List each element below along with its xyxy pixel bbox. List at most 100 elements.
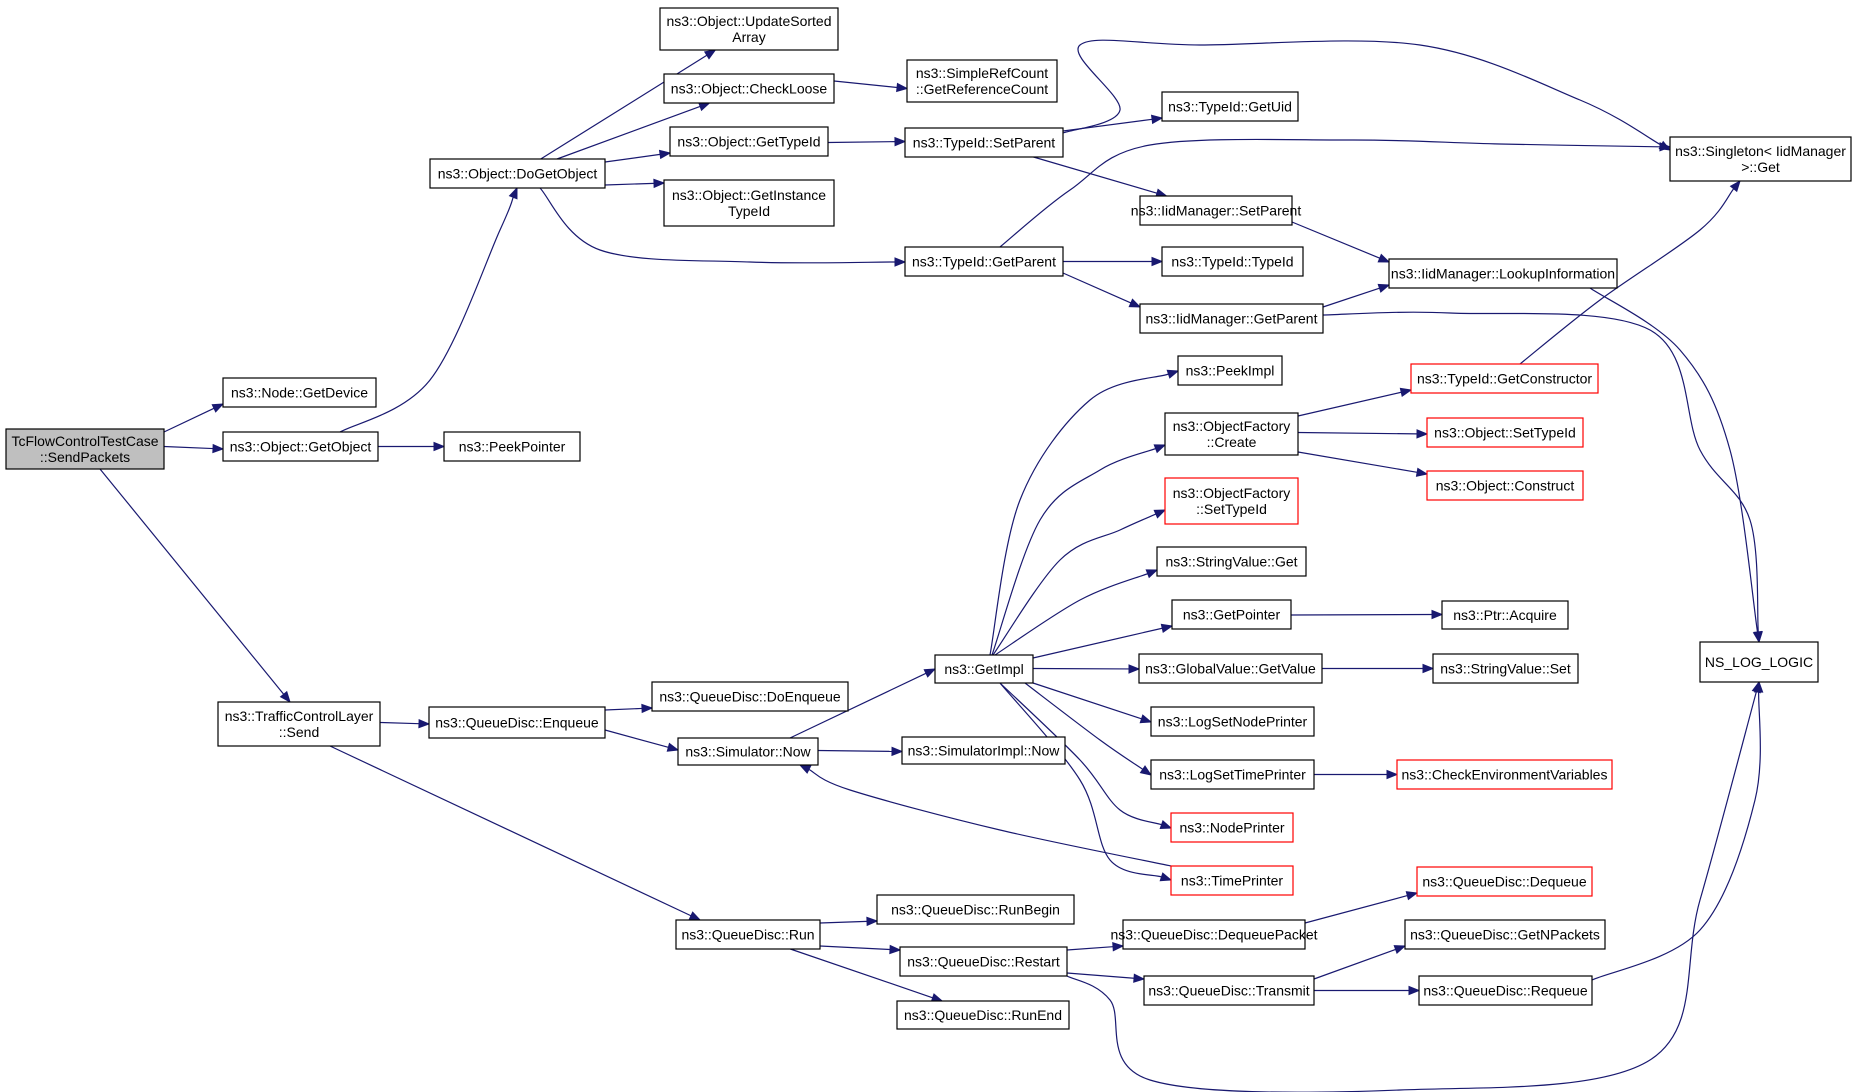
edge-line: [1062, 39, 1662, 146]
call-edge: [1291, 221, 1391, 263]
node-qd-runend[interactable]: ns3::QueueDisc::RunEnd: [896, 1000, 1070, 1030]
call-edge: [819, 916, 879, 927]
edge-line: [1322, 311, 1759, 633]
node-box: [901, 736, 1066, 765]
node-box: [675, 919, 821, 950]
node-qd-dequeuepacket[interactable]: ns3::QueueDisc::DequeuePacket: [1110, 919, 1318, 950]
edge-line: [817, 749, 893, 752]
node-obj-gettypeid[interactable]: ns3::Object::GetTypeId: [669, 126, 829, 157]
node-iid-lookup[interactable]: ns3::IidManager::LookupInformation: [1388, 258, 1618, 289]
edge-line: [789, 672, 927, 739]
node-iid-getparent[interactable]: ns3::IidManager::GetParent: [1139, 303, 1324, 334]
node-label: ns3::Object::DoGetObject: [438, 166, 598, 182]
node-ns-log-logic[interactable]: NS_LOG_LOGIC: [1699, 641, 1819, 683]
node-typeid-setparent[interactable]: ns3::TypeId::SetParent: [904, 127, 1064, 158]
edge-line: [1062, 118, 1153, 132]
node-timeprinter[interactable]: ns3::TimePrinter: [1170, 865, 1294, 896]
arrowhead: [1377, 283, 1391, 293]
node-simimpl-now[interactable]: ns3::SimulatorImpl::Now: [901, 736, 1066, 765]
call-edge: [539, 187, 907, 267]
call-edge: [329, 745, 702, 921]
node-typeid-getconstructor[interactable]: ns3::TypeId::GetConstructor: [1410, 363, 1599, 394]
node-checkenv[interactable]: ns3::CheckEnvironmentVariables: [1396, 759, 1613, 790]
node-qd-doenqueue[interactable]: ns3::QueueDisc::DoEnqueue: [651, 681, 849, 712]
call-edge: [1063, 256, 1164, 267]
node-getpointer[interactable]: ns3::GetPointer: [1171, 599, 1292, 630]
node-typeid-getparent[interactable]: ns3::TypeId::GetParent: [904, 246, 1064, 277]
node-logtimeprinter[interactable]: ns3::LogSetTimePrinter: [1150, 759, 1315, 790]
node-box: [663, 179, 835, 227]
node-root[interactable]: TcFlowControlTestCase::SendPackets: [5, 428, 165, 470]
node-getobject[interactable]: ns3::Object::GetObject: [222, 431, 379, 462]
arrowhead: [1128, 664, 1141, 674]
node-of-settypeid[interactable]: ns3::ObjectFactory::SetTypeId: [1164, 477, 1299, 525]
node-sim-now[interactable]: ns3::Simulator::Now: [677, 737, 819, 766]
arrowhead: [666, 742, 680, 752]
node-sv-get[interactable]: ns3::StringValue::Get: [1156, 546, 1307, 577]
node-label: ns3::QueueDisc::RunBegin: [891, 902, 1060, 918]
node-typeid-typeid[interactable]: ns3::TypeId::TypeId: [1161, 246, 1304, 277]
node-qd-dequeue[interactable]: ns3::QueueDisc::Dequeue: [1416, 866, 1593, 897]
node-qd-transmit[interactable]: ns3::QueueDisc::Transmit: [1143, 975, 1315, 1006]
node-ptr-acquire[interactable]: ns3::Ptr::Acquire: [1441, 600, 1569, 630]
node-label: ns3::Ptr::Acquire: [1453, 607, 1557, 623]
node-getrefcount[interactable]: ns3::SimpleRefCount::GetReferenceCount: [906, 59, 1058, 103]
call-edge: [604, 729, 680, 752]
node-gv-getvalue[interactable]: ns3::GlobalValue::GetValue: [1138, 653, 1323, 684]
node-label: ns3::TypeId::GetUid: [1168, 99, 1292, 115]
edge-line: [819, 920, 868, 924]
node-label: ns3::Object::GetObject: [230, 439, 372, 455]
node-checkloose[interactable]: ns3::Object::CheckLoose: [663, 73, 835, 104]
node-dogetobject[interactable]: ns3::Object::DoGetObject: [429, 158, 606, 189]
call-edge: [1297, 429, 1429, 439]
edge-line: [1066, 691, 1757, 1092]
node-singleton-get[interactable]: ns3::Singleton< IidManager>::Get: [1669, 136, 1852, 182]
node-tcl-send[interactable]: ns3::TrafficControlLayer::Send: [217, 701, 381, 747]
edge-line: [999, 682, 1162, 826]
node-of-create[interactable]: ns3::ObjectFactory::Create: [1164, 412, 1299, 456]
node-label: ns3::PeekPointer: [459, 439, 566, 455]
call-edge: [827, 136, 907, 147]
call-edge: [1066, 972, 1146, 983]
node-box: [669, 126, 829, 157]
node-label: ns3::QueueDisc::Requeue: [1423, 983, 1587, 999]
node-peekimpl[interactable]: ns3::PeekImpl: [1177, 355, 1283, 386]
call-edge: [1032, 664, 1141, 674]
node-qd-getnpackets[interactable]: ns3::QueueDisc::GetNPackets: [1404, 919, 1606, 950]
node-qd-run[interactable]: ns3::QueueDisc::Run: [675, 919, 821, 950]
node-qd-enqueue[interactable]: ns3::QueueDisc::Enqueue: [428, 706, 606, 739]
call-edge: [999, 682, 1173, 882]
node-qd-restart[interactable]: ns3::QueueDisc::Restart: [899, 946, 1068, 977]
node-getdevice[interactable]: ns3::Node::GetDevice: [222, 377, 377, 408]
node-sv-set[interactable]: ns3::StringValue::Set: [1432, 653, 1579, 684]
node-iid-setparent[interactable]: ns3::IidManager::SetParent: [1131, 195, 1302, 226]
call-edge: [991, 444, 1167, 656]
arrowhead: [889, 944, 902, 955]
node-label: ns3::QueueDisc::DequeuePacket: [1110, 927, 1317, 943]
node-obj-construct[interactable]: ns3::Object::Construct: [1426, 470, 1584, 501]
node-typeid-getuid[interactable]: ns3::TypeId::GetUid: [1161, 91, 1299, 122]
node-box: [1139, 303, 1324, 334]
node-nodeprinter[interactable]: ns3::NodePrinter: [1170, 812, 1294, 843]
call-edge: [1519, 179, 1741, 365]
call-edge: [1304, 891, 1419, 924]
node-qd-runbegin[interactable]: ns3::QueueDisc::RunBegin: [876, 894, 1075, 925]
node-qd-requeue[interactable]: ns3::QueueDisc::Requeue: [1418, 975, 1593, 1006]
node-label: ns3::TypeId::GetParent: [912, 254, 1056, 270]
node-box: [1138, 653, 1323, 684]
node-peekpointer[interactable]: ns3::PeekPointer: [443, 431, 581, 462]
edge-line: [989, 373, 1169, 656]
edge-line: [1519, 188, 1735, 365]
call-edge: [819, 944, 902, 955]
node-box: [1432, 653, 1579, 684]
arrowhead: [798, 764, 812, 774]
node-obj-settypeid[interactable]: ns3::Object::SetTypeId: [1426, 417, 1584, 448]
call-edge: [989, 369, 1180, 656]
node-lognodeprinter[interactable]: ns3::LogSetNodePrinter: [1150, 706, 1315, 737]
arrowhead: [641, 703, 654, 714]
edge-line: [556, 105, 701, 160]
node-getimpl[interactable]: ns3::GetImpl: [934, 654, 1034, 684]
arrowhead: [1415, 467, 1429, 477]
